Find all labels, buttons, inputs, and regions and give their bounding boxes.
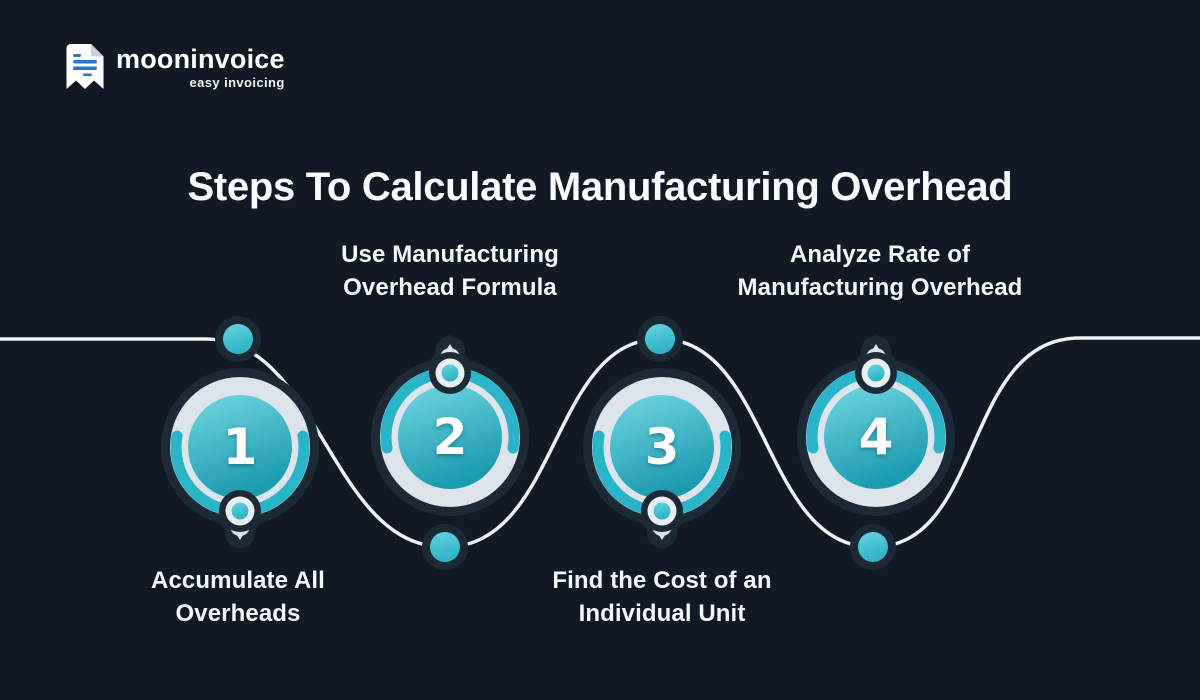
step-3-label-line1: Find the Cost of an xyxy=(552,567,772,594)
step-2-label-line2: Overhead Formula xyxy=(343,274,557,301)
step-1-label-line1: Accumulate All xyxy=(151,567,325,594)
step-4-label: Analyze Rate of Manufacturing Overhead xyxy=(710,238,1050,304)
step-4-number: 4 xyxy=(859,408,894,466)
step-4-label-line2: Manufacturing Overhead xyxy=(737,274,1023,301)
step-3-label: Find the Cost of an Individual Unit xyxy=(492,564,832,630)
flow-dot-2 xyxy=(422,524,468,570)
flow-dot-3 xyxy=(637,316,683,362)
step-1-label-line2: Overheads xyxy=(175,600,301,627)
step-4-label-line1: Analyze Rate of xyxy=(789,241,971,268)
flow-node-dots xyxy=(215,316,896,570)
brand-tagline: easy invoicing xyxy=(189,75,285,90)
step-2-label: Use Manufacturing Overhead Formula xyxy=(280,238,620,304)
logo: mooninvoice easy invoicing xyxy=(66,44,285,90)
step-1-badge: 1 xyxy=(145,337,335,572)
invoice-document-icon xyxy=(66,44,104,89)
step-3-number: 3 xyxy=(645,418,680,476)
step-2-number: 2 xyxy=(433,408,468,466)
step-2-label-line1: Use Manufacturing xyxy=(341,241,559,268)
brand-name: mooninvoice xyxy=(116,44,285,74)
step-3-badge: 3 xyxy=(567,337,757,572)
flow-dot-1 xyxy=(215,316,261,362)
flow-dot-4 xyxy=(850,524,896,570)
step-1-label: Accumulate All Overheads xyxy=(68,564,408,630)
infographic-title: Steps To Calculate Manufacturing Overhea… xyxy=(187,164,1013,209)
step-3-label-line2: Individual Unit xyxy=(578,600,746,627)
step-4-badge: 4 xyxy=(781,312,971,547)
step-2-badge: 2 xyxy=(355,312,545,547)
step-1-number: 1 xyxy=(223,418,258,476)
